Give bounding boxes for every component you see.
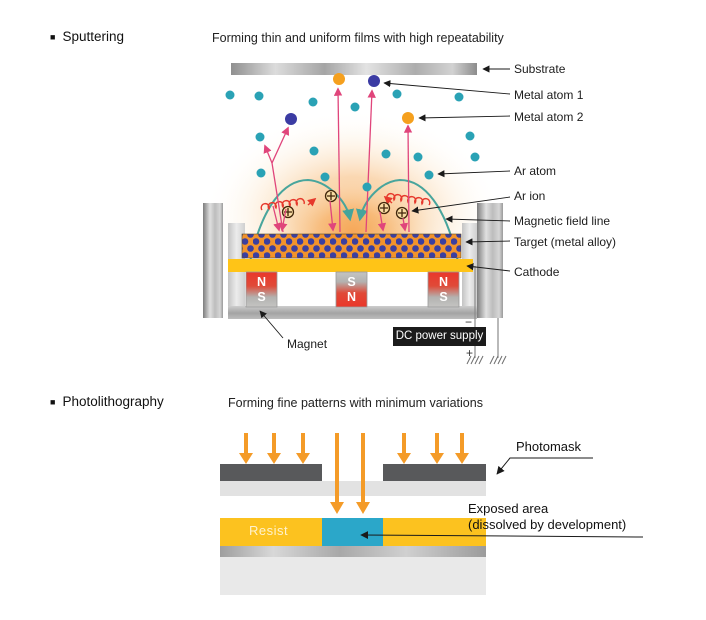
- label-magnet: Magnet: [287, 337, 328, 351]
- sputtering-section-title: ■ Sputtering: [50, 29, 124, 44]
- photolithography-diagram: [220, 433, 644, 595]
- magnet-left: N S: [246, 272, 277, 307]
- dc-power-supply-box: DC power supply: [393, 327, 486, 346]
- target-bar: [241, 233, 462, 259]
- label-exposed-area-line1: Exposed area: [468, 501, 549, 516]
- magnet-center-top-pole: S: [347, 275, 356, 289]
- cathode-bar: [228, 259, 473, 272]
- photomask-glass: [220, 481, 486, 496]
- sputtering-title-text: Sputtering: [62, 29, 124, 44]
- photolithography-leader-lines: [360, 457, 644, 540]
- particle-trajectories: [263, 87, 413, 233]
- label-metal-atom-1: Metal atom 1: [514, 88, 584, 102]
- label-exposed-area-line2: (dissolved by development): [468, 517, 627, 532]
- magnet-left-top-pole: N: [256, 275, 267, 289]
- metal-film: [220, 546, 486, 557]
- electron-coils: [260, 192, 431, 211]
- label-photomask: Photomask: [516, 439, 582, 454]
- label-ar-atom: Ar atom: [514, 164, 557, 178]
- photolithography-bullet-icon: ■: [50, 396, 56, 407]
- wafer-substrate: [220, 557, 486, 595]
- minus-sign: −: [465, 315, 473, 329]
- magnet-right-bottom-pole: S: [439, 290, 448, 304]
- sputtering-subtitle: Forming thin and uniform films with high…: [212, 31, 504, 45]
- label-magnetic-field-line: Magnetic field line: [514, 214, 611, 228]
- magnet-right-top-pole: N: [438, 275, 449, 289]
- sputtering-leader-lines: [259, 65, 511, 339]
- chamber-walls: [203, 203, 503, 319]
- label-resist: Resist: [249, 523, 289, 538]
- exposed-area: [322, 518, 383, 546]
- substrate-bar: [231, 63, 477, 75]
- photomask-blocks: [220, 464, 486, 481]
- sputtering-diagram: [203, 63, 511, 365]
- uv-arrows: [239, 433, 469, 514]
- magnet-left-bottom-pole: S: [257, 290, 266, 304]
- label-metal-atom-2: Metal atom 2: [514, 110, 584, 124]
- magnet-center-bottom-pole: N: [346, 290, 357, 304]
- metal-atoms-1: [285, 75, 380, 125]
- magnets: [245, 271, 460, 308]
- label-ar-ion: Ar ion: [514, 189, 546, 203]
- metal-atoms-2: [333, 73, 414, 124]
- magnet-center: S N: [336, 272, 367, 307]
- photolithography-title-text: Photolithography: [62, 394, 164, 409]
- label-cathode: Cathode: [514, 265, 560, 279]
- label-target: Target (metal alloy): [514, 235, 617, 249]
- magnetic-field-lines: [249, 178, 459, 263]
- photolithography-section-title: ■ Photolithography: [50, 394, 164, 409]
- magnet-right: N S: [428, 272, 459, 307]
- plus-sign: +: [466, 346, 474, 360]
- sputtering-bullet-icon: ■: [50, 31, 56, 42]
- photolithography-subtitle: Forming fine patterns with minimum varia…: [228, 396, 483, 410]
- label-substrate: Substrate: [514, 62, 566, 76]
- ar-atoms: [225, 89, 480, 192]
